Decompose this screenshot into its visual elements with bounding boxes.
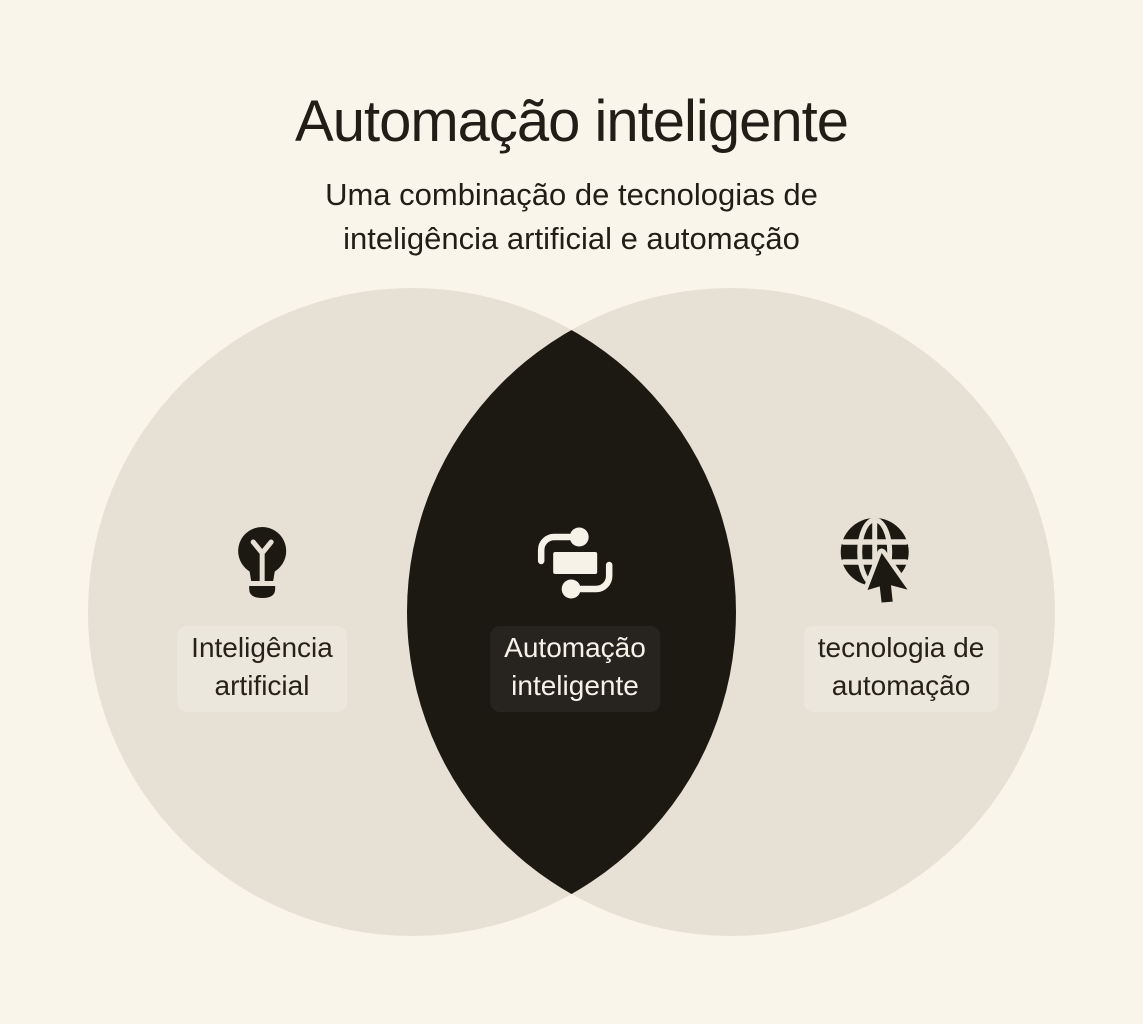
label-automation-technology: tecnologia de automação (803, 626, 999, 712)
region-intelligent-automation: Automação inteligente (490, 522, 660, 712)
lightbulb-icon (238, 527, 286, 598)
intersection-lens (407, 288, 736, 936)
page-subtitle: Uma combinação de tecnologias de intelig… (0, 173, 1143, 261)
label-artificial-intelligence: Inteligência artificial (177, 626, 347, 712)
header: Automação inteligente Uma combinação de … (0, 89, 1143, 261)
page-title: Automação inteligente (295, 89, 849, 154)
region-artificial-intelligence: Inteligência artificial (177, 522, 347, 712)
subtitle-line-1: Uma combinação de tecnologias de (325, 176, 818, 212)
cursor-arrow (863, 548, 913, 607)
globe-cursor-icon (840, 517, 913, 607)
workflow-automation-icon (537, 527, 613, 599)
subtitle-line-2: inteligência artificial e automação (343, 220, 800, 256)
label-intelligent-automation: Automação inteligente (490, 626, 660, 712)
region-automation-technology: tecnologia de automação (803, 517, 999, 712)
